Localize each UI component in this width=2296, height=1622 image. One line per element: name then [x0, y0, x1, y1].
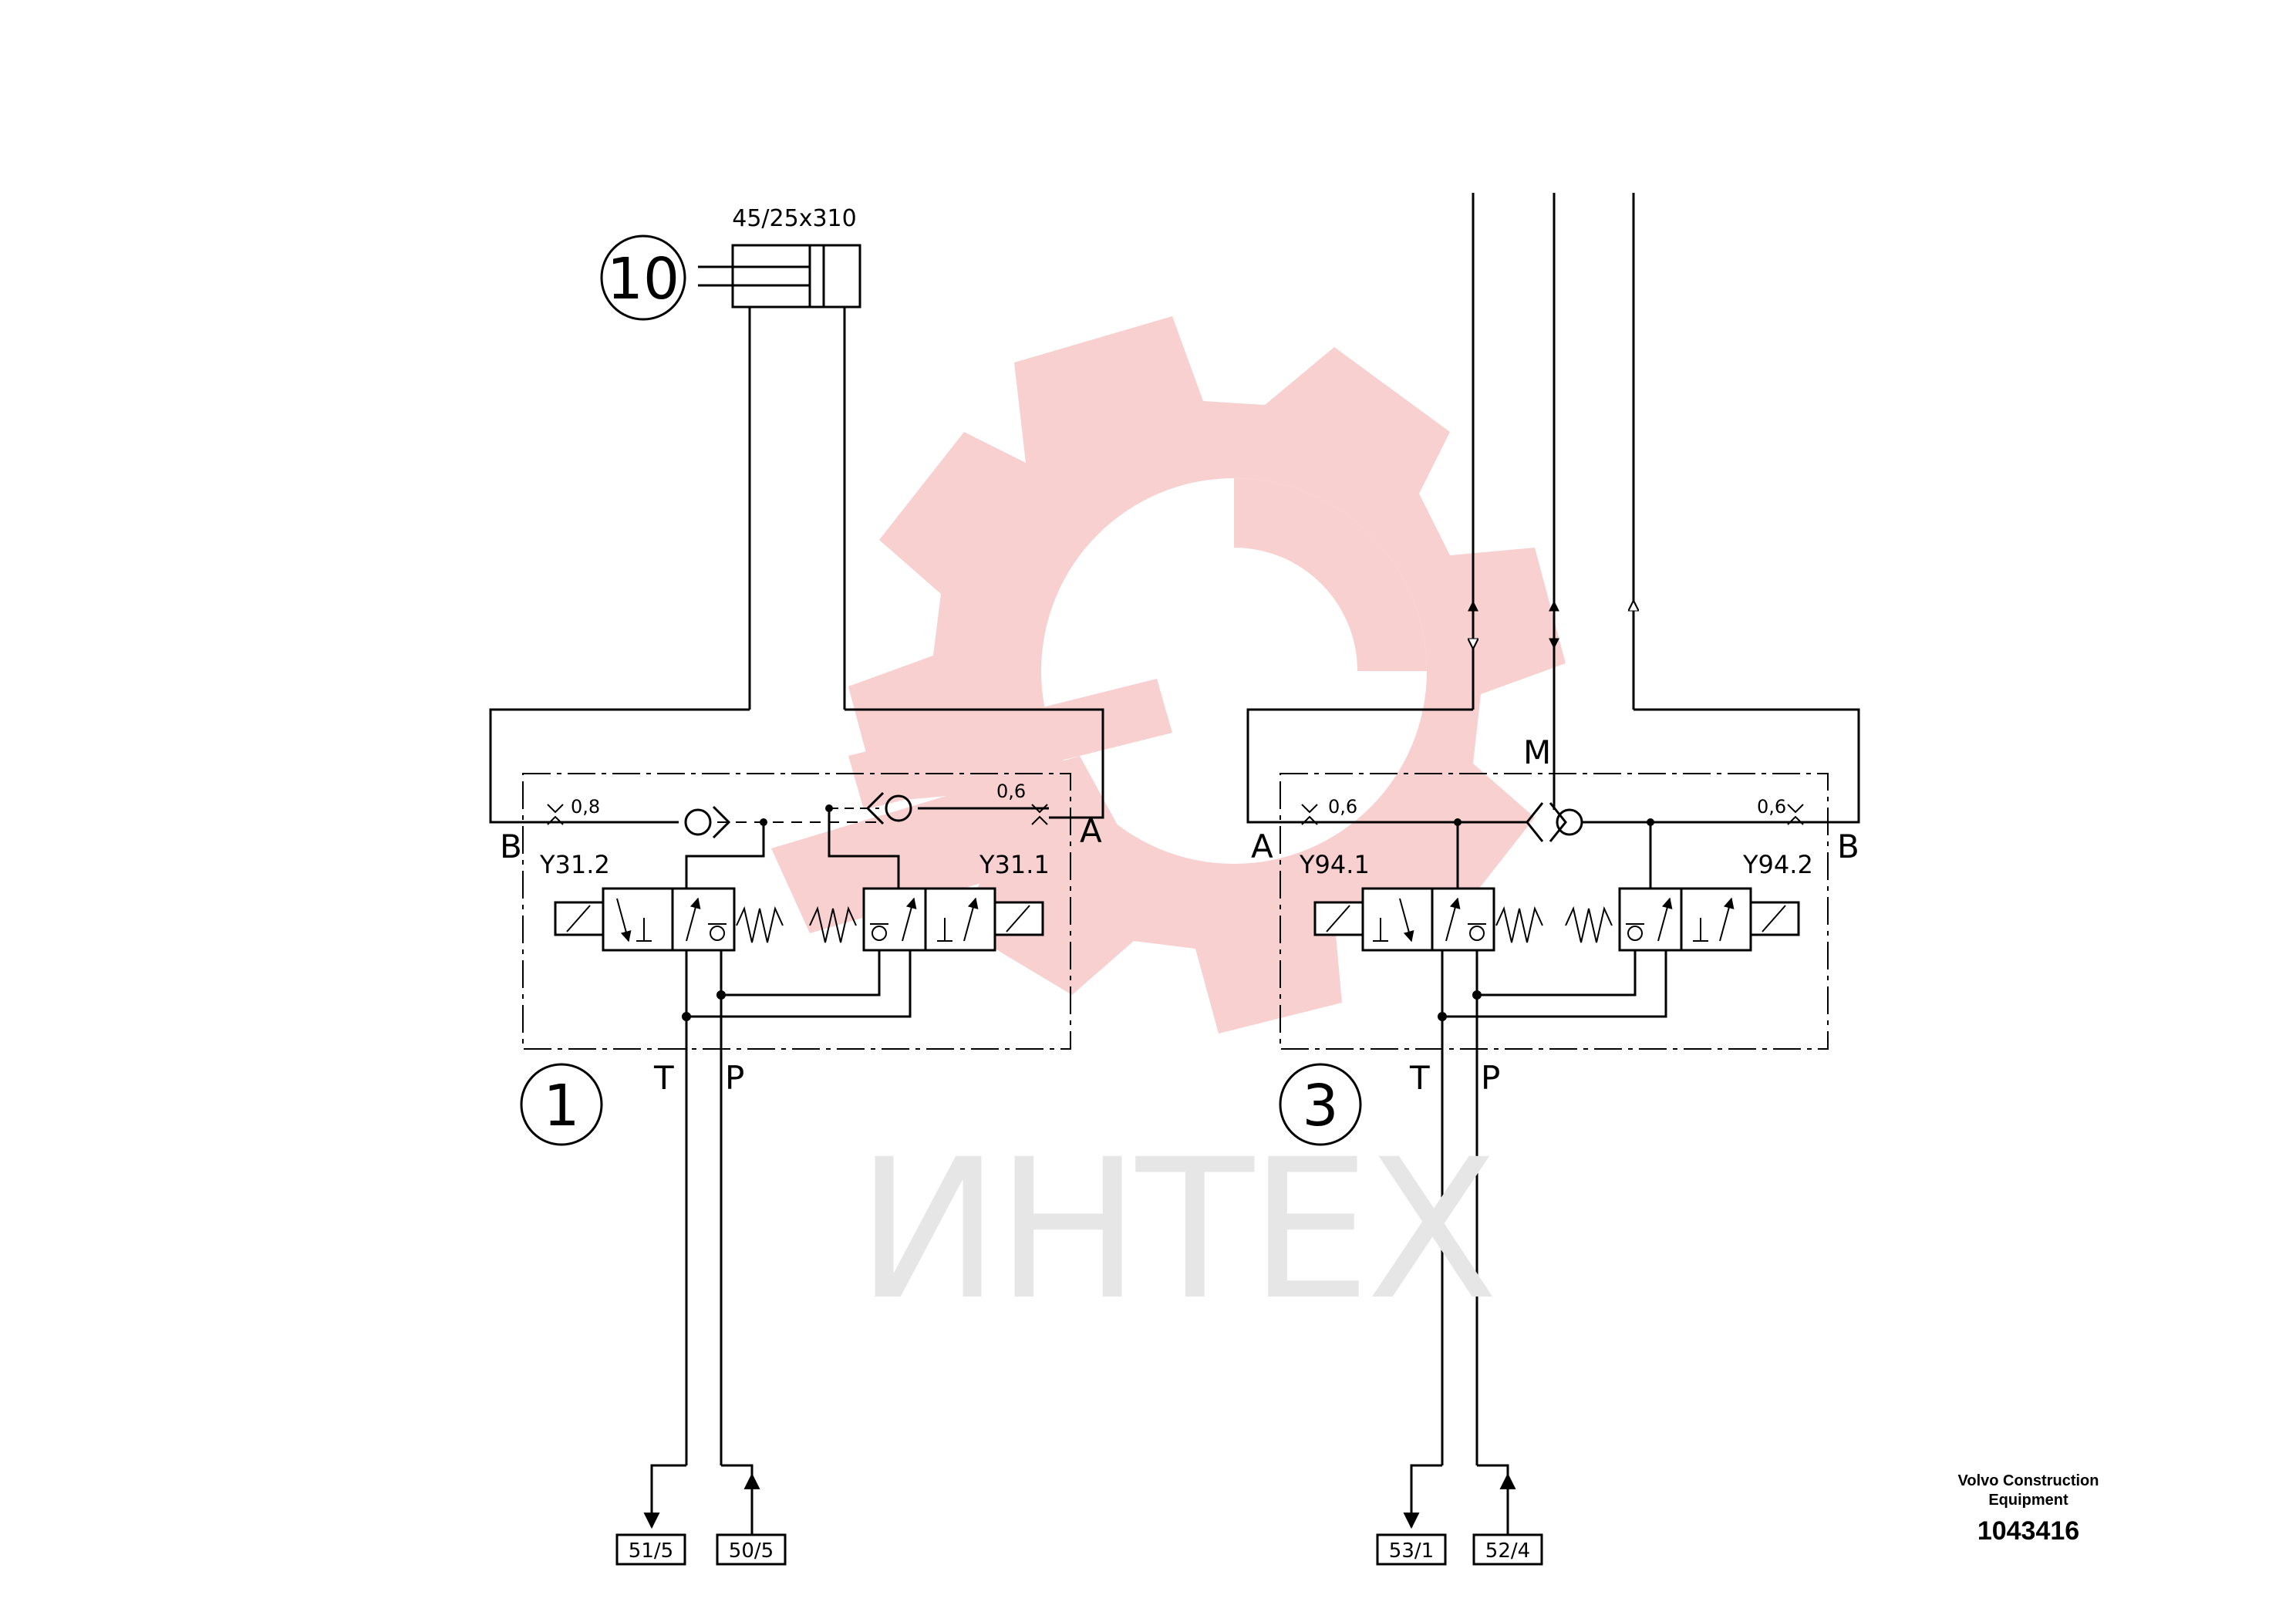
valve-1-solenoid-right: Y31.1 — [979, 850, 1050, 879]
valve-1-solenoid-left: Y31.2 — [539, 850, 610, 879]
cylinder-body — [731, 244, 861, 309]
footer-company-line1: Volvo Construction — [1957, 1472, 2099, 1489]
valve-3-labels: A B M 0,6 0,6 Y94.1 Y94.2 T P 3 53/1 52/… — [1251, 733, 1859, 1563]
watermark-gear — [771, 316, 1566, 1034]
valve-3-solenoid-right: Y94.2 — [1742, 850, 1813, 879]
tank-port-box-right — [1376, 1533, 1447, 1566]
valve-1-orifice-left: 0,8 — [571, 796, 600, 818]
valve-1-tank-ref: 51/5 — [629, 1539, 673, 1563]
footer-drawing-number: 1043416 — [1977, 1516, 2080, 1546]
cylinder-callout: 10 — [607, 246, 679, 312]
cylinder-callout-circle — [600, 234, 686, 321]
valve-1-callout: 1 — [543, 1073, 579, 1139]
pressure-port-box-right — [1472, 1533, 1543, 1566]
valve-1-port-t: T — [653, 1059, 674, 1097]
cylinder-10: 10 45/25x310 — [600, 205, 861, 710]
valve-3-port-t: T — [1409, 1059, 1430, 1097]
valve-1-callout-circle — [520, 1063, 603, 1146]
valve-3-port-p: P — [1481, 1059, 1500, 1097]
tank-port-box-left — [615, 1533, 686, 1566]
valve-1-port-b: B — [500, 828, 522, 865]
valve-3-orifice-right: 0,6 — [1757, 796, 1786, 818]
valve-block-1 — [489, 708, 1104, 1566]
valve-3-callout-circle — [1279, 1063, 1362, 1146]
valve-3-solenoid-left: Y94.1 — [1299, 850, 1370, 879]
watermark-text: ИНТЕХ — [856, 1118, 1499, 1342]
footer-company-line2: Equipment — [1988, 1492, 2068, 1509]
valve-3-pressure-ref: 52/4 — [1485, 1539, 1530, 1563]
valve-1-port-a: A — [1080, 812, 1102, 850]
footer-company: Volvo Construction Equipment — [1913, 1472, 2144, 1510]
valve-3-port-a: A — [1251, 828, 1273, 865]
valve-3-callout: 3 — [1302, 1073, 1338, 1139]
valve-1-labels: B A 0,8 0,6 Y31.2 Y31.1 T P 1 51/5 50/5 — [500, 781, 1102, 1563]
valve-block-3 — [1246, 193, 1860, 1566]
valve-3-port-m: M — [1523, 733, 1551, 771]
valve-3-tank-ref: 53/1 — [1389, 1539, 1434, 1563]
valve-1-pressure-ref: 50/5 — [729, 1539, 774, 1563]
valve-1-orifice-right: 0,6 — [996, 781, 1026, 802]
cylinder-spec: 45/25x310 — [732, 205, 856, 232]
valve-3-orifice-left: 0,6 — [1328, 796, 1357, 818]
valve-1-port-p: P — [725, 1059, 744, 1097]
valve-3-port-b: B — [1837, 828, 1859, 865]
pressure-port-box-left — [716, 1533, 787, 1566]
